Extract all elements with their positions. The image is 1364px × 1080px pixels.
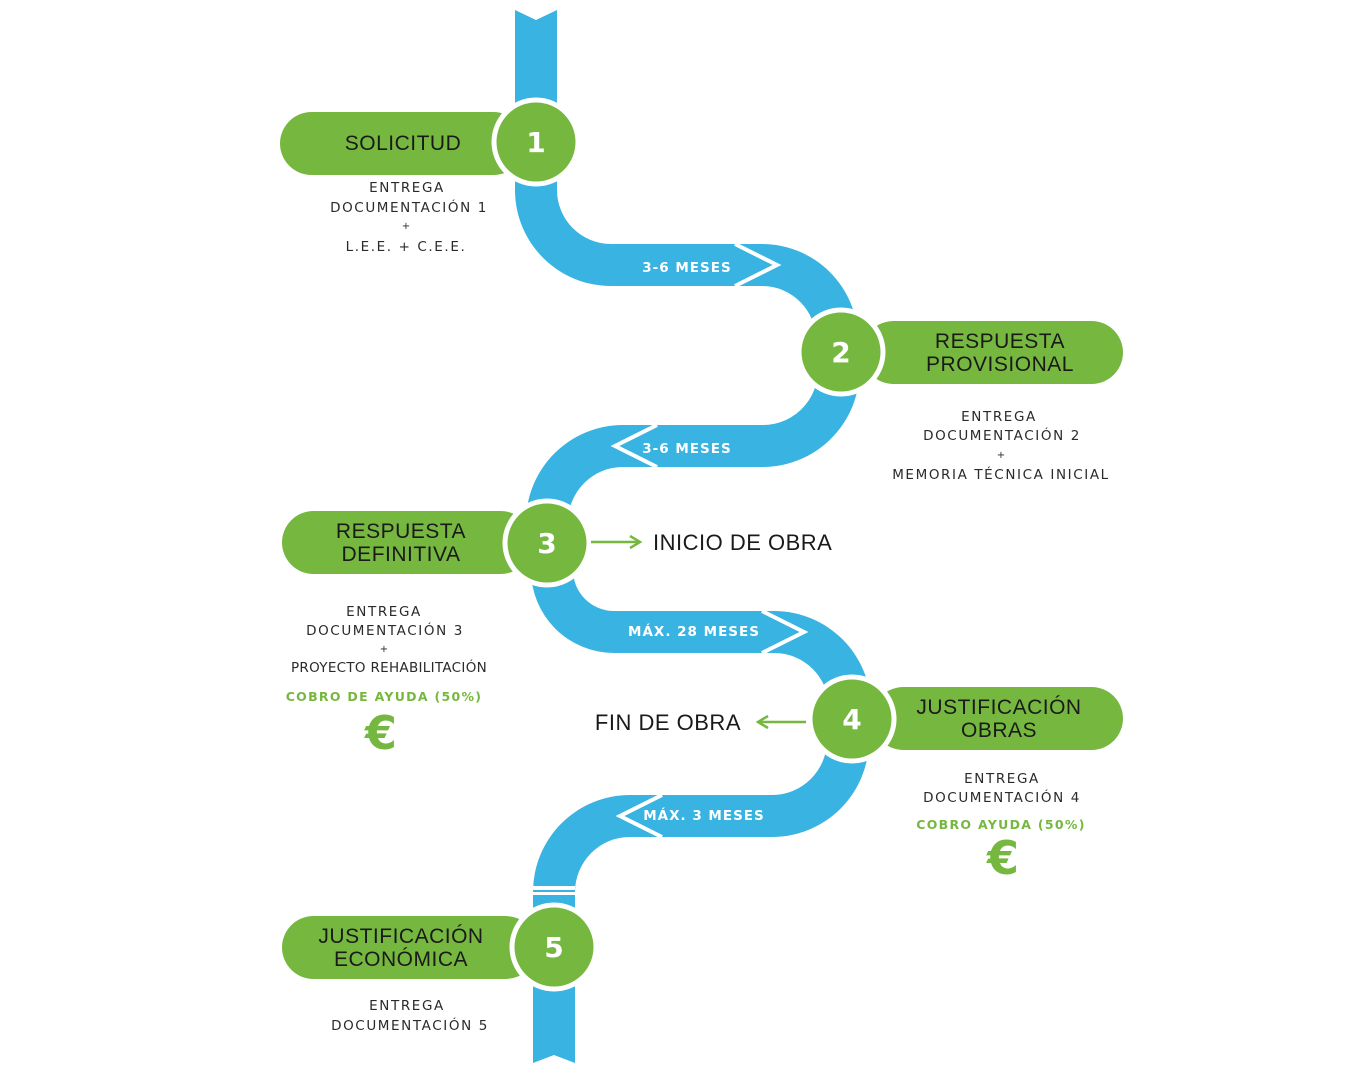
arrow-left-icon-head xyxy=(755,714,769,730)
step-2-pill xyxy=(862,321,1123,384)
step-4-cobro-label: COBRO AYUDA (50%) xyxy=(916,817,1085,832)
step-2-title-line-1: RESPUESTA xyxy=(935,330,1065,353)
step-5-doc-line-1: ENTREGA xyxy=(369,998,445,1014)
step-3-doc-line-3: PROYECTO REHABILITACIÓN xyxy=(291,658,487,676)
event-start-label: INICIO DE OBRA xyxy=(653,530,832,555)
step-5-number: 5 xyxy=(544,931,563,964)
step-2-doc-line-2: DOCUMENTACIÓN 2 xyxy=(923,426,1081,444)
step-1-badge xyxy=(491,97,581,187)
step-1: SOLICITUD 1 ENTREGA DOCUMENTACIÓN 1 + L.… xyxy=(280,97,581,255)
duration-label-3: MÁX. 28 MESES xyxy=(628,623,760,640)
path-separators xyxy=(533,242,809,890)
step-3-badge xyxy=(502,498,592,588)
step-1-number: 1 xyxy=(526,126,545,159)
step-4-badge xyxy=(807,674,897,764)
event-end-label: FIN DE OBRA xyxy=(595,710,741,735)
step-1-pill xyxy=(280,112,525,175)
step-3-pill xyxy=(282,511,532,574)
path-curve-2-3 xyxy=(526,360,860,522)
event-start: INICIO DE OBRA xyxy=(591,530,832,555)
step-5-pill xyxy=(282,916,537,979)
step-1-doc-plus: + xyxy=(402,221,410,232)
step-1-doc-line-2: DOCUMENTACIÓN 1 xyxy=(330,198,488,216)
step-4-doc-line-1: ENTREGA xyxy=(964,771,1040,787)
step-4-title-line-2: OBRAS xyxy=(961,719,1037,742)
step-4-doc-line-2: DOCUMENTACIÓN 4 xyxy=(923,788,1081,806)
step-2-doc-line-1: ENTREGA xyxy=(961,409,1037,425)
step-3-doc-line-2: DOCUMENTACIÓN 3 xyxy=(306,621,464,639)
path-entry-notch xyxy=(515,10,557,115)
step-1-doc-line-3: L.E.E. + C.E.E. xyxy=(346,239,467,255)
step-4: JUSTIFICACIÓN OBRAS 4 ENTREGA DOCUMENTAC… xyxy=(807,674,1123,885)
step-5-title-line-1: JUSTIFICACIÓN xyxy=(318,925,483,948)
duration-labels: 3-6 MESES 3-6 MESES MÁX. 28 MESES MÁX. 3… xyxy=(628,260,765,824)
euro-icon: € xyxy=(364,706,397,760)
euro-icon: € xyxy=(986,831,1019,885)
step-3-cobro-label: COBRO DE AYUDA (50%) xyxy=(286,689,483,704)
step-3-doc-line-1: ENTREGA xyxy=(346,604,422,620)
path-curve-3-4 xyxy=(531,570,871,708)
step-2-number: 2 xyxy=(831,336,850,369)
step-2-badge xyxy=(796,307,886,397)
step-3: RESPUESTA DEFINITIVA 3 ENTREGA DOCUMENTA… xyxy=(282,498,592,760)
step-3-number: 3 xyxy=(537,527,556,560)
step-4-pill xyxy=(872,687,1123,750)
duration-label-2: 3-6 MESES xyxy=(642,441,731,457)
step-1-title-line-1: SOLICITUD xyxy=(345,132,462,155)
step-3-title-line-1: RESPUESTA xyxy=(336,520,466,543)
duration-label-1: 3-6 MESES xyxy=(642,260,731,276)
step-3-doc-plus: + xyxy=(380,644,388,655)
step-5-doc-line-2: DOCUMENTACIÓN 5 xyxy=(331,1016,489,1034)
event-end: FIN DE OBRA xyxy=(595,710,806,735)
step-3-title-line-2: DEFINITIVA xyxy=(342,543,461,566)
step-2-doc-plus: + xyxy=(997,450,1005,461)
step-2-title-line-2: PROVISIONAL xyxy=(926,353,1074,376)
path-curve-4-5 xyxy=(533,740,869,892)
step-2: RESPUESTA PROVISIONAL 2 ENTREGA DOCUMENT… xyxy=(796,307,1123,483)
arrow-right-icon-head xyxy=(629,534,643,550)
step-5-title-line-2: ECONÓMICA xyxy=(334,948,468,971)
step-4-number: 4 xyxy=(842,703,861,736)
step-2-doc-line-3: MEMORIA TÉCNICA INICIAL xyxy=(892,466,1110,483)
path-curve-1-2 xyxy=(515,160,858,340)
step-1-doc-line-1: ENTREGA xyxy=(369,180,445,196)
step-4-title-line-1: JUSTIFICACIÓN xyxy=(916,696,1081,719)
duration-label-4: MÁX. 3 MESES xyxy=(643,807,765,824)
step-5-badge xyxy=(509,902,599,992)
step-5: JUSTIFICACIÓN ECONÓMICA 5 ENTREGA DOCUME… xyxy=(282,902,599,1034)
